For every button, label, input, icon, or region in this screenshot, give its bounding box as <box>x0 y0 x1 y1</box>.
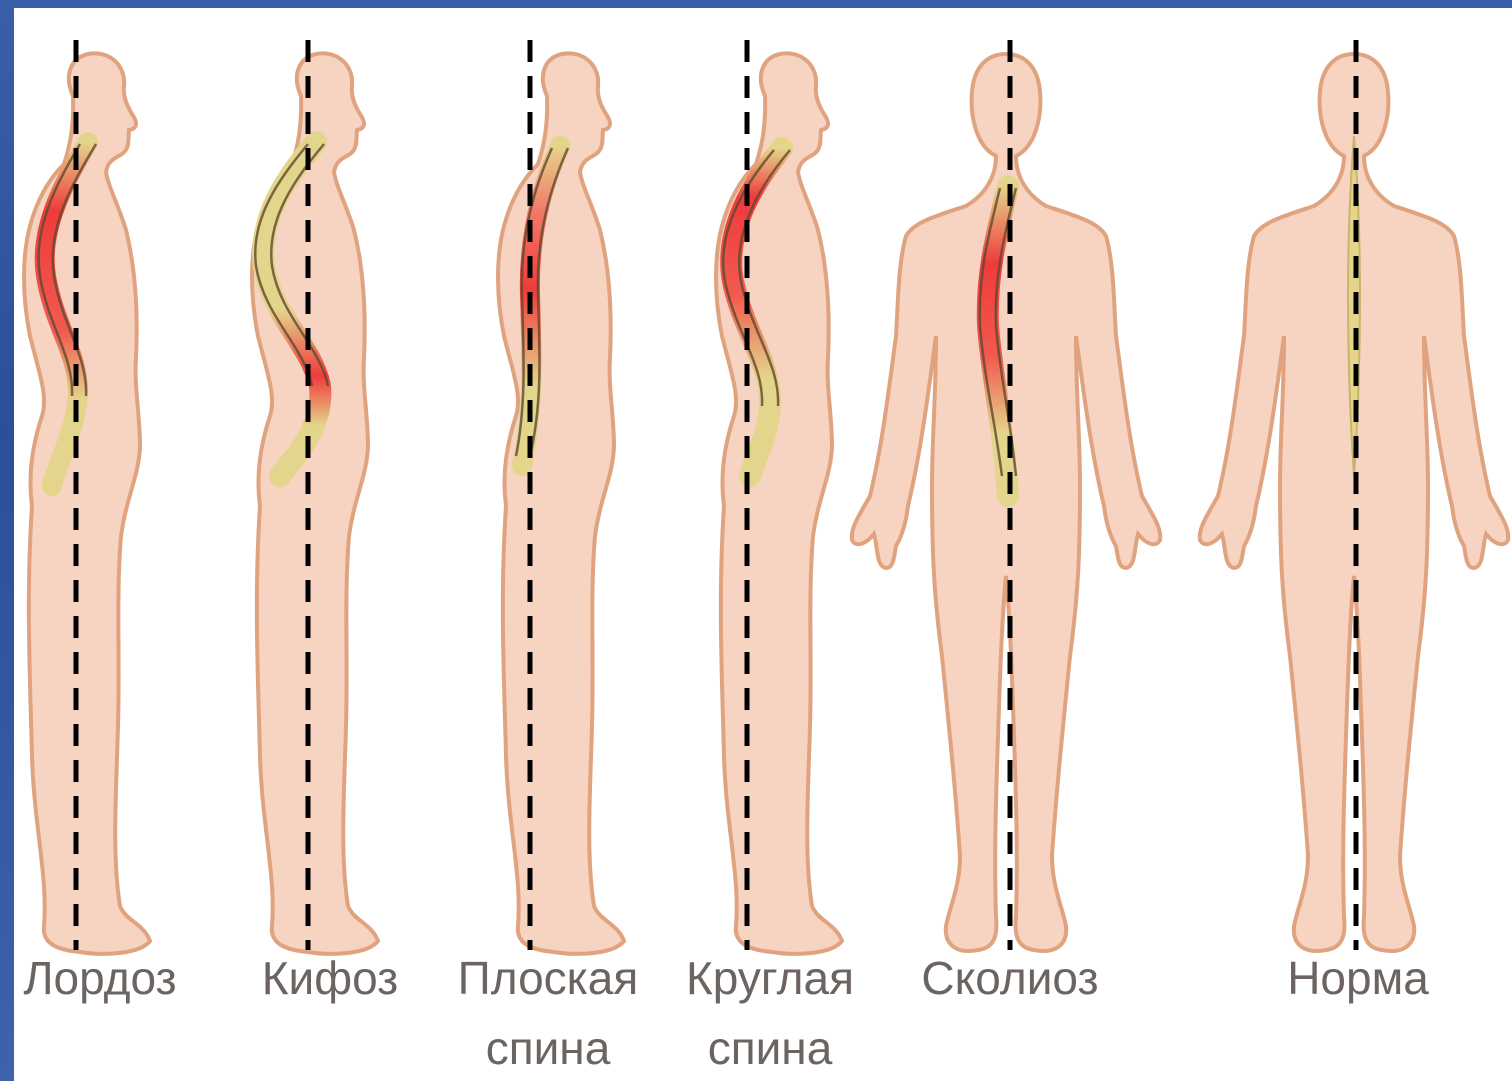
label-normal: Норма <box>1287 952 1429 1004</box>
slide: Лордоз Кифоз Плоская спина Круглая спина… <box>14 8 1512 1081</box>
label-round-back-line2: спина <box>708 1022 833 1074</box>
label-kyphosis: Кифоз <box>262 952 399 1004</box>
label-scoliosis: Сколиоз <box>921 952 1098 1004</box>
posture-diagram: Лордоз Кифоз Плоская спина Круглая спина… <box>14 8 1512 1081</box>
figure-flat-back <box>498 40 624 954</box>
figure-scoliosis <box>852 40 1161 951</box>
figure-lordosis <box>24 40 150 954</box>
label-flat-back-line2: спина <box>486 1022 611 1074</box>
label-round-back-line1: Круглая <box>686 952 854 1004</box>
label-flat-back-line1: Плоская <box>458 952 639 1004</box>
figure-round-back <box>716 40 842 954</box>
label-lordosis: Лордоз <box>23 952 176 1004</box>
figure-normal <box>1200 40 1509 951</box>
figure-kyphosis <box>252 40 378 954</box>
